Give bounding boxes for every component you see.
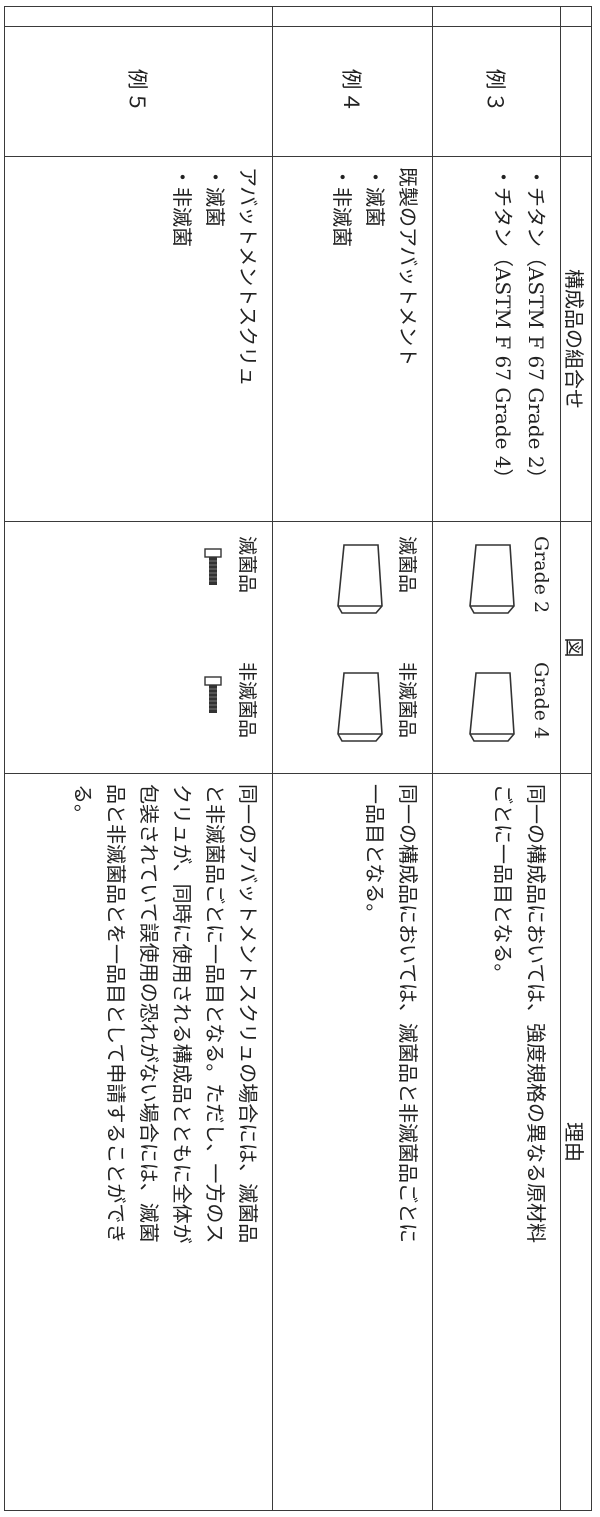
figure-cell: 滅菌品 非滅菌品	[272, 521, 433, 774]
reason-line: る。	[71, 784, 95, 824]
abutment-icon	[337, 672, 383, 742]
reason-line: 包装されていて誤使用の恐れがない場合には、滅菌	[137, 784, 161, 1243]
row-label: 例３	[432, 26, 561, 157]
reason-line: 同一の構成品においては、滅菌品と非滅菌品ごとに	[396, 784, 420, 1243]
figure-cell: Grade 2 Grade 4	[432, 521, 561, 774]
abutment-icon	[469, 544, 515, 614]
figure-right-label: 非滅菌品	[396, 662, 418, 739]
table-header-row: 構成品の組合せ 図 理由	[560, 6, 592, 1511]
abutment-icon	[337, 544, 383, 614]
screw-icon	[204, 676, 222, 713]
combination-cell: ・チタン（ASTM F 67 Grade 2） ・チタン（ASTM F 67 G…	[432, 156, 561, 522]
reason-cell: 同一のアバットメントスクリュの場合には、滅菌品 と非滅菌品ごとに一品目となる。た…	[4, 773, 273, 1511]
product-combination-table: 構成品の組合せ 図 理由 例３ ・チタン（ASTM F 67 Grade 2） …	[4, 6, 592, 1511]
combination-line: 既製のアバットメント	[396, 167, 420, 367]
combination-line: ・チタン（ASTM F 67 Grade 4）	[491, 167, 515, 489]
figure-left-label: 滅菌品	[236, 536, 258, 594]
reason-line: 品と非滅菌品とを一品目として申請することができ	[104, 784, 128, 1244]
reason-line: と非滅菌品ごとに一品目となる。ただし、一方のス	[203, 784, 227, 1244]
reason-line: 一品目となる。	[363, 784, 387, 924]
table-row: 例３ ・チタン（ASTM F 67 Grade 2） ・チタン（ASTM F 6…	[432, 6, 561, 1511]
header-spacer	[560, 6, 592, 27]
figure-left-label: 滅菌品	[396, 536, 418, 594]
screw-icon	[204, 548, 222, 585]
header-combination: 構成品の組合せ	[560, 156, 592, 522]
combination-line: ・滅菌	[203, 167, 227, 227]
row-spacer	[272, 6, 433, 27]
combination-cell: 既製のアバットメント ・滅菌 ・非滅菌	[272, 156, 433, 522]
figure-right-label: 非滅菌品	[236, 662, 258, 739]
header-figure: 図	[560, 521, 592, 774]
figure-right-label: Grade 4	[530, 662, 552, 740]
combination-line: ・滅菌	[363, 167, 387, 227]
figure-cell: 滅菌品 非滅菌品	[4, 521, 273, 774]
abutment-icon	[469, 672, 515, 742]
reason-line: 同一の構成品においては、強度規格の異なる原材料	[524, 784, 548, 1243]
reason-cell: 同一の構成品においては、強度規格の異なる原材料 ごとに一品目となる。	[432, 773, 561, 1511]
header-reason: 理由	[560, 773, 592, 1511]
reason-cell: 同一の構成品においては、滅菌品と非滅菌品ごとに 一品目となる。	[272, 773, 433, 1511]
row-label: 例５	[4, 26, 273, 157]
figure-left-label: Grade 2	[530, 536, 552, 614]
row-spacer	[432, 6, 561, 27]
row-spacer	[4, 6, 273, 27]
table-row: 例５ アバットメントスクリュ ・滅菌 ・非滅菌 滅菌品 非滅菌品	[4, 6, 273, 1511]
reason-line: ごとに一品目となる。	[491, 784, 515, 984]
table-row: 例４ 既製のアバットメント ・滅菌 ・非滅菌 滅菌品 非滅菌品	[272, 6, 433, 1511]
combination-line: アバットメントスクリュ	[236, 167, 260, 387]
row-label: 例４	[272, 26, 433, 157]
combination-line: ・非滅菌	[170, 167, 194, 247]
reason-line: クリュが、同時に使用される構成品とともに全体が	[170, 784, 194, 1244]
header-row-label	[560, 26, 592, 157]
reason-line: 同一のアバットメントスクリュの場合には、滅菌品	[236, 784, 260, 1244]
combination-cell: アバットメントスクリュ ・滅菌 ・非滅菌	[4, 156, 273, 522]
combination-line: ・非滅菌	[330, 167, 354, 247]
combination-line: ・チタン（ASTM F 67 Grade 2）	[524, 167, 548, 489]
